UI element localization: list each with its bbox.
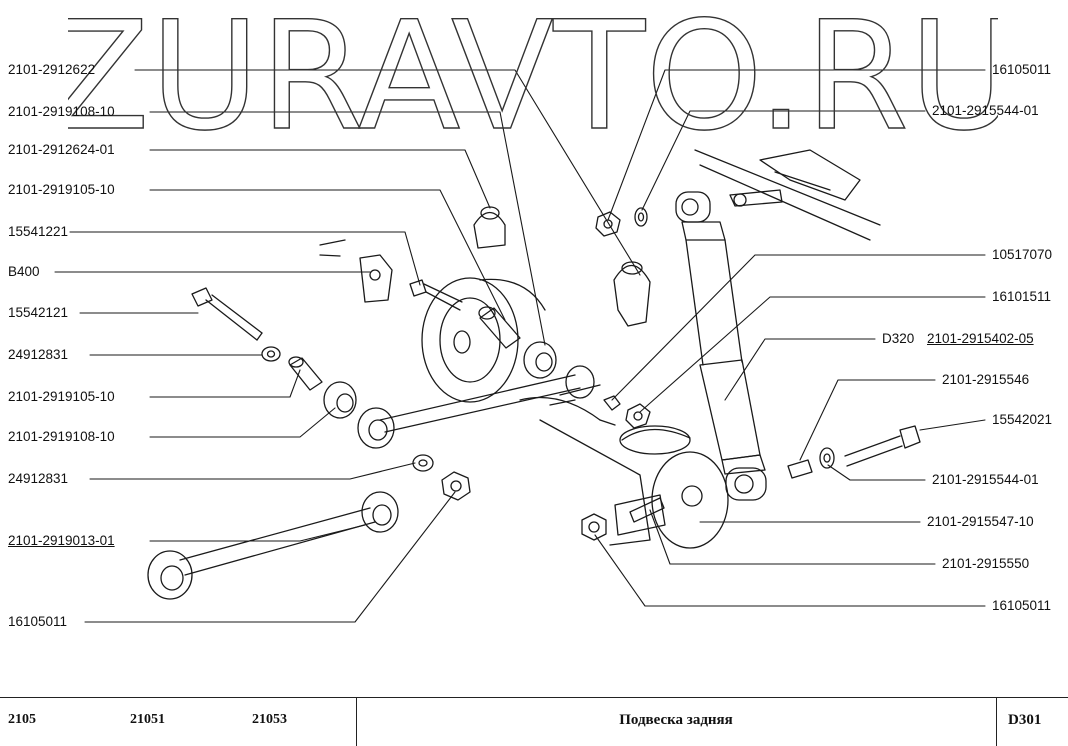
bushing-left: [323, 381, 357, 419]
bump-stop-upper: [473, 206, 506, 249]
parts-diagram: [54, 69, 986, 623]
washer-right: [819, 447, 835, 469]
upper-rod: [357, 365, 595, 449]
label-15542121: 15542121: [8, 305, 69, 320]
shock-absorber: [675, 191, 767, 501]
label-15542021: 15542021: [992, 412, 1053, 427]
bolt-right: [844, 425, 921, 467]
label-2101-2919108-10-upper: 2101-2919108-10: [8, 104, 115, 119]
label-2101-2919105-10-upper: 2101-2919105-10: [8, 182, 115, 197]
bolt-long-left: [191, 287, 263, 341]
small-nuts-center: [549, 395, 651, 429]
watermark-text: ZURAVTO.RU: [68, 10, 998, 145]
label-24912831-lower: 24912831: [8, 471, 69, 486]
model-21051: 21051: [130, 712, 165, 727]
washer-upper: [634, 207, 648, 227]
nut-upper: [595, 211, 621, 237]
label-2101-2915550: 2101-2915550: [942, 556, 1030, 571]
label-2101-2919013-01: 2101-2919013-01: [8, 533, 115, 548]
label-d320: D320: [882, 331, 915, 346]
label-15541221: 15541221: [8, 224, 69, 239]
label-2101-2912624-01: 2101-2912624-01: [8, 142, 115, 157]
label-10517070: 10517070: [992, 247, 1053, 262]
sleeve-axle: [478, 306, 521, 349]
label-16101511: 16101511: [992, 289, 1052, 304]
sleeve-left: [288, 356, 323, 391]
title-divider-right: [996, 698, 997, 746]
leader-lines-left: [54, 69, 641, 623]
washer-mid: [412, 454, 434, 472]
label-2101-2915546: 2101-2915546: [942, 372, 1030, 387]
sleeve-right: [787, 459, 813, 479]
label-2101-2912622: 2101-2912622: [8, 62, 96, 77]
lower-rod: [147, 491, 399, 600]
label-2101-2915402-05: 2101-2915402-05: [927, 331, 1034, 346]
page-title: Подвеска задняя: [619, 712, 733, 728]
body-bracket: [694, 149, 881, 241]
model-21053: 21053: [252, 712, 287, 727]
nut-mid: [441, 471, 471, 501]
pin-right: [629, 497, 665, 523]
washer-left-1: [261, 346, 281, 362]
label-2101-2915544-01-upper: 2101-2915544-01: [932, 103, 1039, 118]
label-16105011-top: 16105011: [992, 62, 1052, 77]
label-2101-2915547-10: 2101-2915547-10: [927, 514, 1034, 529]
model-2105: 2105: [8, 712, 36, 727]
axle-bracket: [319, 239, 393, 303]
title-block: 2105 21051 21053 Подвеска задняя D301: [0, 697, 1068, 746]
bump-stop-lower: [613, 261, 651, 327]
leader-lines-right: [594, 69, 986, 607]
label-16105011-left: 16105011: [8, 614, 68, 629]
label-24912831-upper: 24912831: [8, 347, 69, 362]
bushing-axle: [523, 341, 557, 379]
label-b400: B400: [8, 264, 40, 279]
label-2101-2915544-01-lower: 2101-2915544-01: [932, 472, 1039, 487]
bolt-axle: [409, 279, 463, 311]
title-divider-left: [356, 698, 357, 746]
page-code: D301: [1008, 712, 1042, 728]
nut-right: [581, 513, 607, 541]
label-2101-2919108-10-lower: 2101-2919108-10: [8, 429, 115, 444]
label-16105011-bottom: 16105011: [992, 598, 1052, 613]
label-2101-2919105-10-lower: 2101-2919105-10: [8, 389, 115, 404]
watermark: ZURAVTO.RU: [68, 10, 998, 145]
